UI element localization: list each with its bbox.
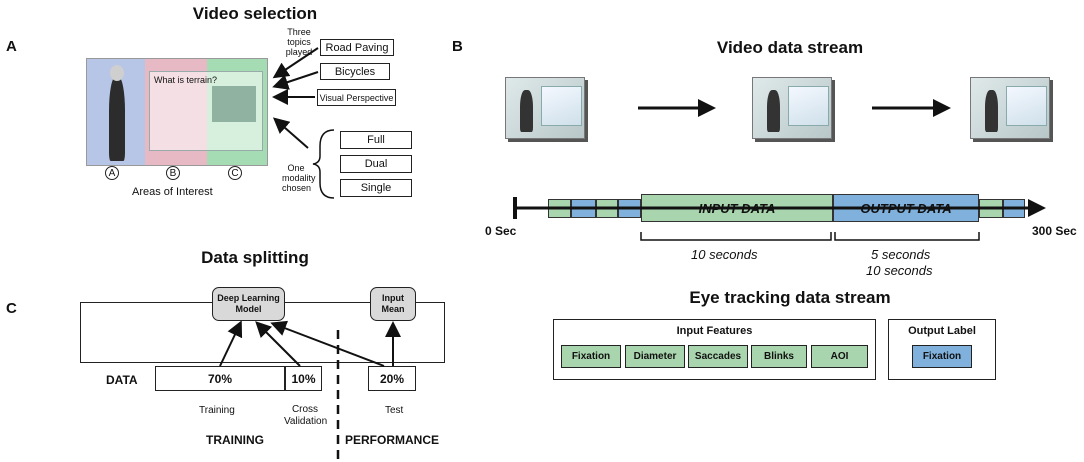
modality-full: Full (340, 131, 412, 149)
aoi-circle-a: A (105, 166, 119, 180)
slide-photo (212, 86, 256, 122)
output-duration-label-2: 10 seconds (866, 263, 933, 278)
slide-screen: What is terrain? (149, 71, 263, 151)
output-feature-fixation: Fixation (912, 345, 972, 368)
presenter-figure (109, 77, 125, 161)
phase-performance-label: PERFORMANCE (345, 433, 440, 447)
panel-c-title: Data splitting (201, 248, 309, 267)
timeline-output-segment: OUTPUT DATA (833, 194, 979, 222)
video-frame-3 (970, 77, 1050, 139)
input-features-box (553, 319, 876, 380)
panel-b-letter: B (452, 38, 463, 55)
timeline-seg-6 (1003, 199, 1025, 218)
video-frame-2 (752, 77, 832, 139)
timeline-end-label: 300 Sec (1032, 224, 1077, 238)
timeline-input-segment: INPUT DATA (641, 194, 833, 222)
panel-a-title: Video selection (192, 4, 318, 23)
input-duration-label: 10 seconds (691, 247, 758, 262)
presenter-head (110, 65, 124, 81)
video-frame-1 (505, 77, 585, 139)
slide-title: What is terrain? (154, 75, 218, 85)
input-bracket (640, 232, 832, 241)
topics-note: Three topics played (285, 27, 313, 57)
modality-single: Single (340, 179, 412, 197)
timeline-seg-4 (618, 199, 641, 218)
video-frame: What is terrain? (86, 58, 268, 166)
aoi-label: Areas of Interest (132, 186, 213, 198)
arrow-topic-bicycles (272, 71, 319, 90)
input-feature-fixation: Fixation (561, 345, 621, 368)
input-feature-saccades: Saccades (688, 345, 748, 368)
input-feature-diameter: Diameter (625, 345, 685, 368)
input-feature-aoi: AOI (811, 345, 868, 368)
topic-road-paving: Road Paving (320, 39, 394, 56)
split-training: 70% (155, 366, 285, 391)
output-bracket (834, 232, 980, 241)
input-feature-blinks: Blinks (751, 345, 807, 368)
panel-a-letter: A (6, 38, 17, 55)
aoi-circle-b: B (166, 166, 180, 180)
eye-stream-title: Eye tracking data stream (689, 288, 891, 307)
modality-brace (312, 129, 335, 199)
deep-learning-model-box: Deep Learning Model (212, 287, 285, 321)
timeline-seg-3 (596, 199, 618, 218)
input-mean-box: Input Mean (370, 287, 416, 321)
split-label-training: Training (199, 405, 235, 416)
modality-dual: Dual (340, 155, 412, 173)
input-features-title: Input Features (676, 325, 753, 337)
split-validation: 10% (285, 366, 322, 391)
output-duration-label-1: 5 seconds (871, 247, 931, 262)
panel-c-letter: C (6, 300, 17, 317)
timeline-seg-2 (571, 199, 596, 218)
split-label-validation: Cross Validation (284, 404, 328, 427)
output-label-title: Output Label (908, 325, 976, 337)
output-label-box (888, 319, 996, 380)
split-test: 20% (368, 366, 416, 391)
timeline-start-label: 0 Sec (485, 224, 517, 238)
modality-note: One modality chosen (282, 163, 316, 193)
timeline-seg-1 (548, 199, 571, 218)
data-label: DATA (106, 373, 138, 387)
timeline-seg-5 (979, 199, 1003, 218)
topic-bicycles: Bicycles (320, 63, 390, 80)
aoi-circle-c: C (228, 166, 242, 180)
arrow-modality (272, 117, 309, 149)
split-label-test: Test (385, 405, 404, 416)
topic-visual-perspective: Visual Perspective (317, 89, 396, 106)
video-stream-title: Video data stream (716, 38, 864, 57)
phase-training-label: TRAINING (206, 433, 264, 447)
